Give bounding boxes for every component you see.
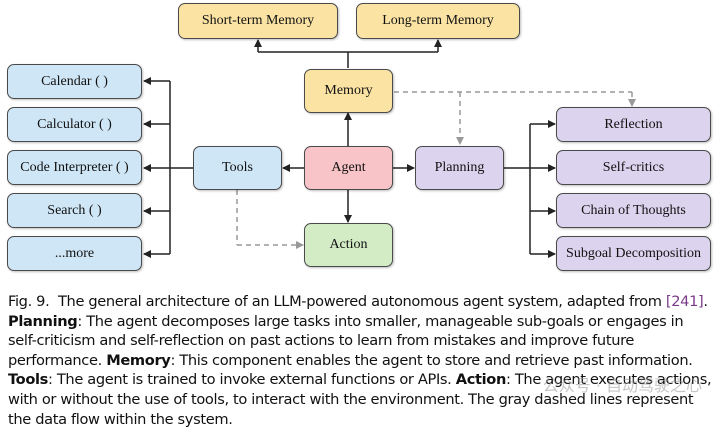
tool-calculator-node: Calculator ( ) [7,107,142,142]
architecture-diagram: Short-term Memory Long-term Memory Memor… [7,3,711,271]
dashed-flow-tools-to-action [236,190,304,249]
memory-node: Memory [304,69,393,113]
tool-more-node: ...more [7,236,142,271]
tool-code-interpreter-node: Code Interpreter ( ) [7,150,142,185]
short-term-memory-node: Short-term Memory [178,3,338,39]
agent-node: Agent [304,146,393,190]
caption-planning-desc: : The agent decomposes large tasks into … [8,312,684,369]
edge-memory-to-substores [254,39,442,68]
planning-chain-of-thoughts-node: Chain of Thoughts [556,193,711,228]
citation-link[interactable]: [241] [665,293,704,310]
caption-tools-term: Tools [8,371,49,389]
planning-reflection-node: Reflection [556,107,711,142]
planning-node: Planning [415,146,504,190]
action-node: Action [304,223,393,267]
caption-action-desc: : The agent executes actions, with or wi… [8,371,712,428]
tool-calendar-node: Calendar ( ) [7,64,142,99]
figure-label: Fig. 9. [8,293,50,310]
caption-action-term: Action [455,371,507,389]
caption-memory-term: Memory [106,351,171,369]
edge-planning-to-planning-list [504,120,556,258]
caption-planning-term: Planning [8,312,78,330]
planning-self-critics-node: Self-critics [556,150,711,185]
long-term-memory-node: Long-term Memory [356,3,520,39]
caption-intro: The general architecture of an LLM-power… [57,293,662,310]
edge-tools-to-tool-list [143,77,193,258]
planning-subgoal-decomposition-node: Subgoal Decomposition [556,236,711,271]
caption-memory-desc: : This component enables the agent to st… [170,351,693,369]
tools-node: Tools [193,146,282,190]
watermark: 公众号 · 自动驾驶之心 [542,376,702,395]
tool-search-node: Search ( ) [7,193,142,228]
caption-tools-desc: : The agent is trained to invoke externa… [48,371,452,389]
edges-layer [143,39,636,258]
dashed-flow-memory [394,91,636,145]
figure-caption: Fig. 9. The general architecture of an L… [8,293,712,428]
